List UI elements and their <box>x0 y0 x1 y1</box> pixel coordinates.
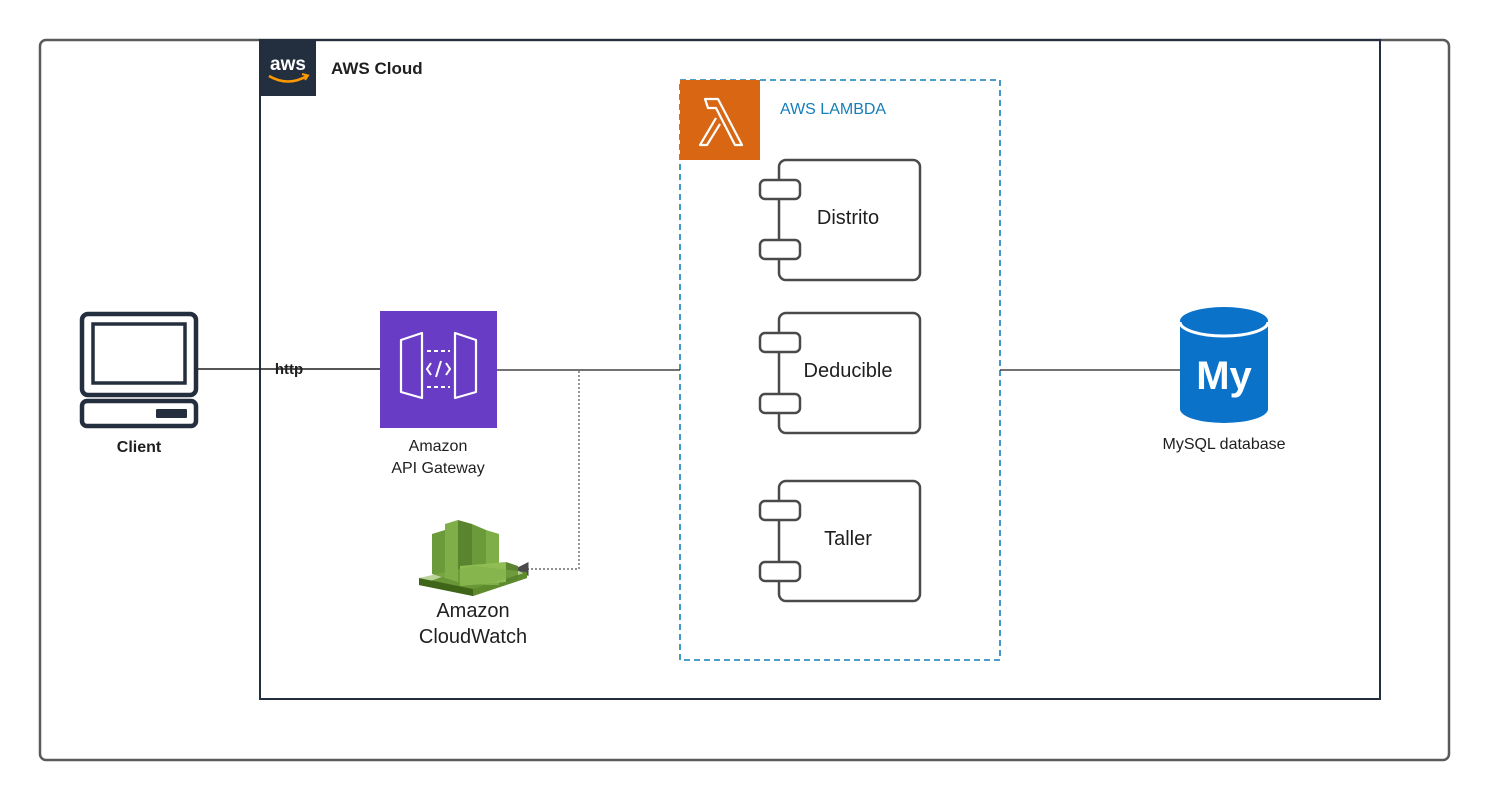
lambda-icon <box>680 80 760 160</box>
component-label-taller: Taller <box>824 528 872 550</box>
http-connection-label: http <box>272 359 306 378</box>
lambda-component-distrito[interactable]: Distrito <box>758 158 922 282</box>
lambda-component-taller[interactable]: Taller <box>758 479 922 603</box>
cloudwatch-label-line2: CloudWatch <box>419 626 527 648</box>
component-port-icon <box>758 560 802 583</box>
mysql-database-icon: My <box>1178 307 1270 423</box>
api-gateway-label-line1: Amazon <box>409 438 468 455</box>
component-port-icon <box>758 499 802 522</box>
svg-text:http: http <box>275 361 303 378</box>
component-port-icon <box>758 392 802 415</box>
cloudwatch-label-line1: Amazon <box>436 600 509 622</box>
api-gateway-node[interactable]: Amazon API Gateway <box>380 311 497 477</box>
component-port-icon <box>758 178 802 201</box>
component-port-icon <box>758 238 802 261</box>
component-port-icon <box>758 331 802 354</box>
client-node[interactable]: Client <box>79 311 199 456</box>
svg-text:aws: aws <box>270 54 306 75</box>
lambda-group: AWS LAMBDA Distrito Deducible Taller <box>679 79 1001 661</box>
svg-text:My: My <box>1196 354 1252 398</box>
component-label-distrito: Distrito <box>817 207 879 229</box>
component-label-deducible: Deducible <box>804 360 893 382</box>
cloudwatch-icon <box>419 520 527 596</box>
aws-logo-icon: aws <box>260 40 316 96</box>
cloudwatch-node[interactable]: Amazon CloudWatch <box>419 520 527 648</box>
lambda-group-label: AWS LAMBDA <box>780 101 886 118</box>
api-gateway-icon <box>380 311 497 428</box>
lambda-component-deducible[interactable]: Deducible <box>758 311 922 435</box>
api-gateway-label-line2: API Gateway <box>391 460 484 477</box>
aws-cloud-label: AWS Cloud <box>331 59 423 78</box>
connector-gateway-cloudwatch <box>514 371 580 576</box>
aws-cloud-group: aws AWS Cloud <box>259 39 1381 700</box>
client-label: Client <box>117 439 162 456</box>
mysql-label: MySQL database <box>1162 436 1285 453</box>
mysql-node[interactable]: My MySQL database <box>1162 307 1286 453</box>
desktop-computer-icon <box>79 311 199 429</box>
